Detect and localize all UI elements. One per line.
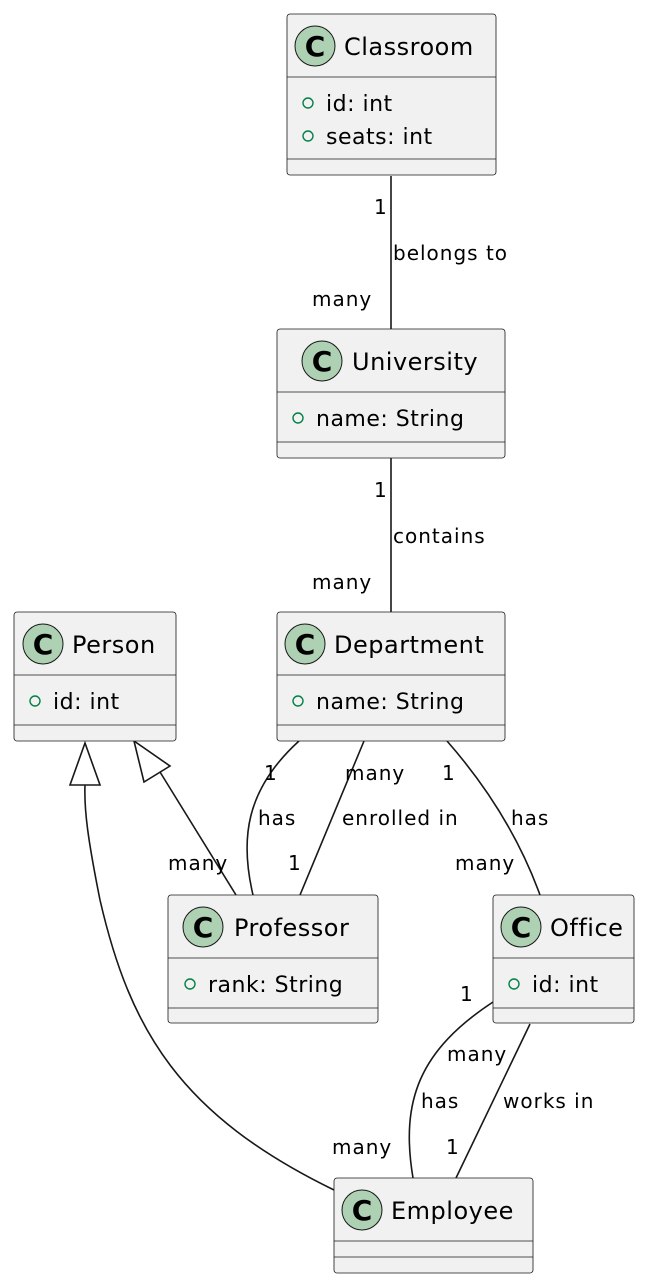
- class-icon-letter: C: [352, 1194, 373, 1227]
- edge-office-employee-works: [455, 1023, 531, 1179]
- public-visibility-icon: [29, 695, 41, 707]
- class-icon: [284, 623, 326, 665]
- mult-dept-has-dept-side: 1: [264, 761, 278, 785]
- label-has-office: has: [511, 806, 549, 830]
- mult-professor-person-side: many: [168, 851, 228, 875]
- inheritance-arrow-professor: [132, 739, 172, 784]
- class-icon-letter: C: [312, 345, 333, 378]
- attr-office-id: id: int: [532, 973, 599, 998]
- mult-office-has-office-side: 1: [460, 982, 474, 1006]
- edge-department-professor-enrolled: [299, 740, 365, 896]
- class-person: C Person id: int: [13, 611, 177, 742]
- class-icon: [301, 340, 343, 382]
- class-icon-letter: C: [193, 911, 214, 944]
- class-icon: [182, 906, 224, 948]
- label-works-in: works in: [503, 1089, 594, 1113]
- edge-employee-extends-person: [84, 784, 335, 1191]
- mult-dept-office-office-side: many: [455, 851, 515, 875]
- class-icon-letter: C: [511, 911, 532, 944]
- class-icon: [500, 906, 542, 948]
- mult-works-office-side: many: [447, 1042, 507, 1066]
- mult-enrolled-dept-side: many: [345, 761, 405, 785]
- inheritance-arrow-employee: [68, 740, 102, 786]
- edge-office-employee-has: [408, 1001, 494, 1179]
- class-name-person: Person: [72, 631, 156, 659]
- attr-department-name: name: String: [316, 690, 464, 715]
- label-belongs-to: belongs to: [393, 241, 508, 265]
- class-name-classroom: Classroom: [344, 33, 474, 61]
- class-icon: [294, 25, 336, 67]
- class-professor: C Professor rank: String: [167, 894, 379, 1024]
- edge-department-office: [446, 740, 541, 896]
- class-name-department: Department: [334, 631, 484, 659]
- label-contains: contains: [393, 524, 486, 548]
- mult-university-dept-side: 1: [374, 478, 388, 502]
- class-icon: [341, 1189, 383, 1231]
- class-classroom: C Classroom id: int seats: int: [286, 13, 497, 176]
- class-icon-letter: C: [295, 628, 316, 661]
- class-icon: [22, 623, 64, 665]
- attr-person-id: id: int: [53, 690, 120, 715]
- public-visibility-icon: [292, 412, 304, 424]
- public-visibility-icon: [302, 130, 314, 142]
- attr-university-name: name: String: [316, 407, 464, 432]
- mult-dept-has-professor-side: 1: [288, 851, 302, 875]
- label-enrolled-in: enrolled in: [342, 806, 459, 830]
- class-name-university: University: [352, 348, 478, 376]
- public-visibility-icon: [184, 978, 196, 990]
- attr-professor-rank: rank: String: [208, 973, 343, 998]
- class-office: C Office id: int: [492, 894, 635, 1024]
- attr-classroom-id: id: int: [326, 92, 393, 117]
- class-name-employee: Employee: [391, 1197, 514, 1225]
- class-name-office: Office: [550, 914, 623, 942]
- public-visibility-icon: [508, 978, 520, 990]
- edges: [68, 176, 541, 1191]
- class-name-professor: Professor: [234, 914, 349, 942]
- mult-works-employee-side: 1: [446, 1135, 460, 1159]
- mult-dept-office-dept-side: 1: [442, 761, 456, 785]
- class-icon-letter: C: [33, 628, 54, 661]
- class-icon-letter: C: [305, 30, 326, 63]
- edge-professor-extends-person: [159, 771, 237, 896]
- class-employee: C Employee: [333, 1177, 534, 1274]
- mult-department-side: many: [312, 570, 372, 594]
- class-university: C University name: String: [276, 328, 506, 459]
- mult-has-employee-side: many: [332, 1135, 392, 1159]
- class-department: C Department name: String: [276, 611, 506, 742]
- attr-classroom-seats: seats: int: [326, 125, 433, 150]
- public-visibility-icon: [302, 97, 314, 109]
- mult-university-side: many: [312, 287, 372, 311]
- public-visibility-icon: [292, 695, 304, 707]
- mult-classroom-side: 1: [374, 195, 388, 219]
- relation-labels: 1 belongs to many 1 contains many 1 has …: [168, 195, 594, 1159]
- edge-department-professor-has: [246, 740, 300, 896]
- label-has-employee: has: [421, 1089, 459, 1113]
- label-has-professor: has: [258, 806, 296, 830]
